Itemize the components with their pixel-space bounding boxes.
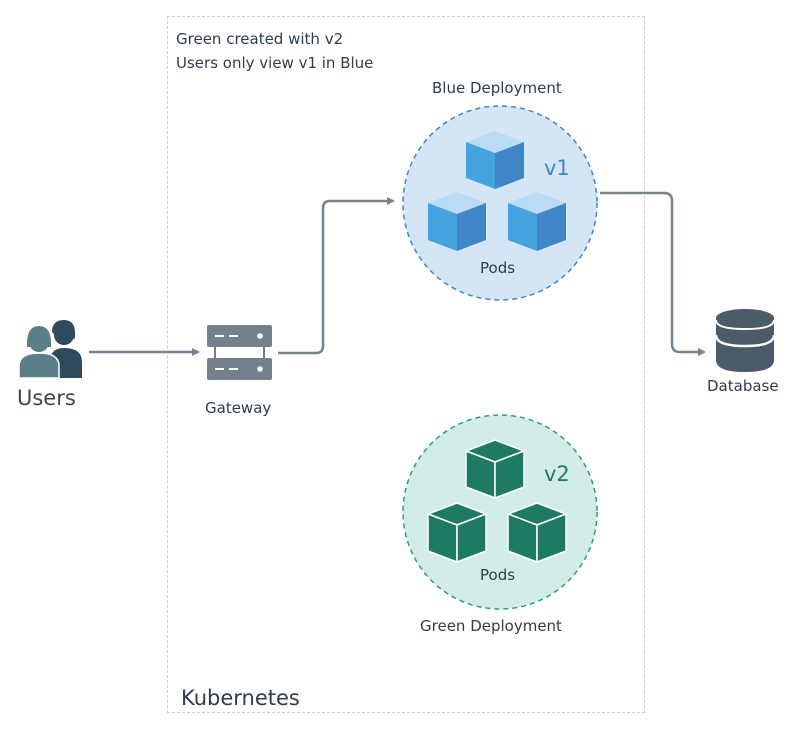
- users-icon: [18, 320, 82, 379]
- blue-deployment-circle: [402, 105, 598, 301]
- pod-cube-icon: [428, 192, 486, 251]
- note-users-view-blue: Users only view v1 in Blue: [176, 54, 374, 72]
- pod-cube-icon: [508, 192, 566, 251]
- pod-cube-icon: [427, 502, 487, 563]
- connector-blue-database: [600, 191, 706, 356]
- blue-deployment-title: Blue Deployment: [432, 79, 562, 97]
- green-version-label: v2: [544, 462, 570, 486]
- database-label: Database: [707, 377, 779, 395]
- pod-cube-icon: [465, 439, 525, 499]
- green-pods-label: Pods: [480, 566, 516, 584]
- kubernetes-cluster-boundary: [167, 16, 645, 713]
- database-icon: [714, 309, 776, 372]
- pod-cube-icon: [466, 131, 524, 189]
- pod-cube-icon: [507, 502, 567, 563]
- green-deployment-title: Green Deployment: [420, 617, 562, 635]
- green-pods-icon: [427, 439, 567, 563]
- blue-version-label: v1: [544, 156, 570, 180]
- kubernetes-label: Kubernetes: [181, 686, 300, 710]
- users-label: Users: [17, 386, 76, 410]
- server-icon: [207, 325, 272, 380]
- connector-gateway-blue: [278, 197, 395, 355]
- blue-pods-label: Pods: [480, 259, 516, 277]
- note-green-created: Green created with v2: [176, 30, 344, 48]
- gateway-label: Gateway: [205, 399, 272, 417]
- blue-pods-icon: [428, 131, 566, 251]
